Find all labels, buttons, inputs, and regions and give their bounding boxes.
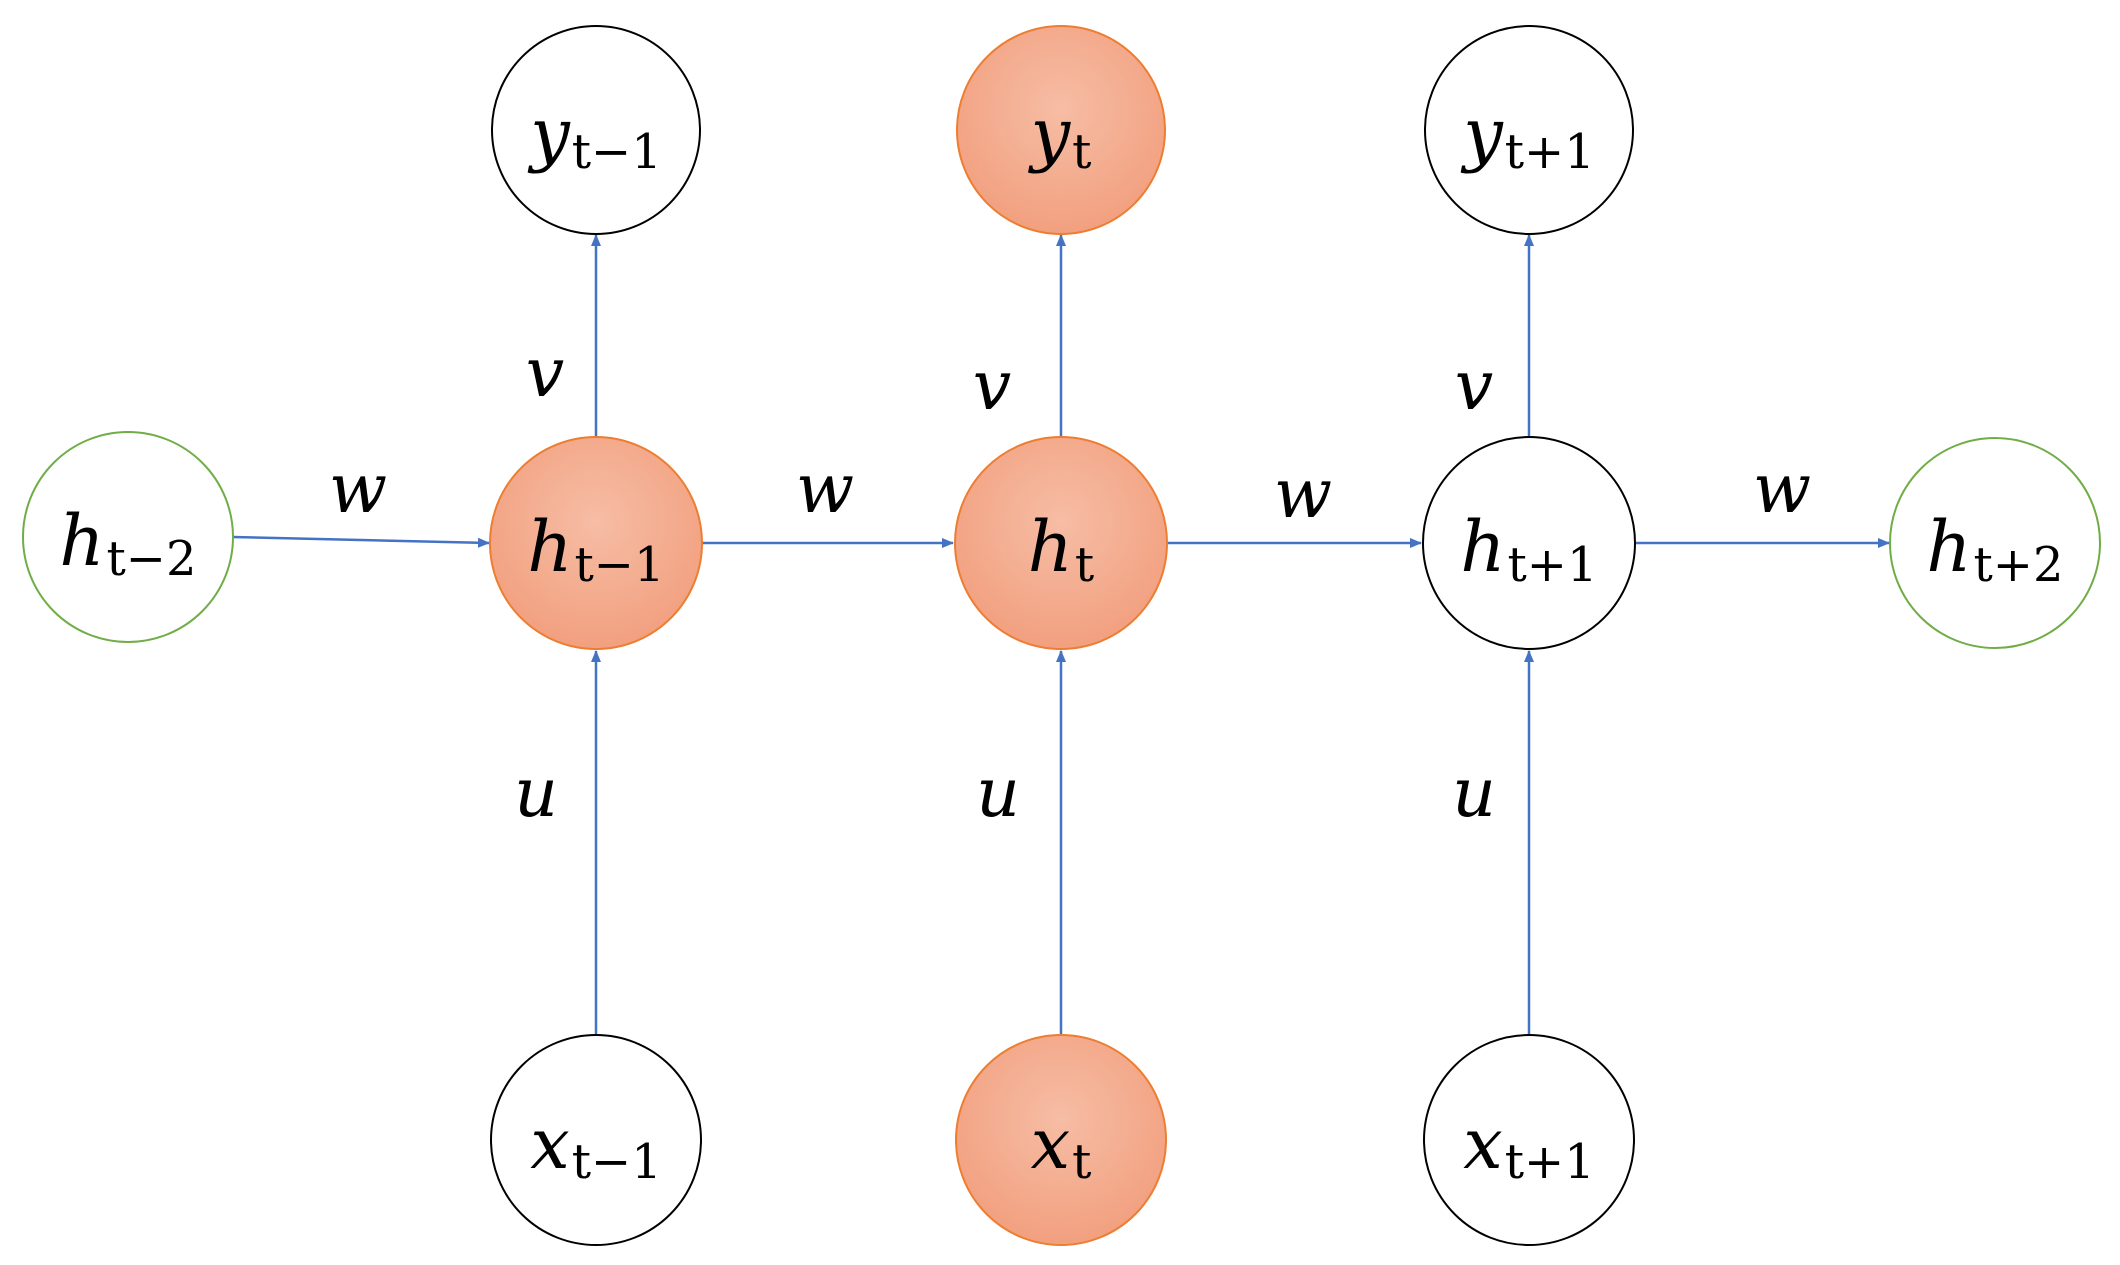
node-h-prev: ht−1 — [489, 436, 703, 650]
node-label: ht+1 — [1460, 506, 1597, 593]
node-label-sub: t — [1072, 1134, 1091, 1190]
node-circle — [490, 1034, 702, 1246]
node-circle — [1889, 437, 2101, 649]
weight-label-w-2: w — [796, 450, 854, 529]
node-label: xt−1 — [530, 1103, 662, 1190]
node-h-next: ht+1 — [1422, 436, 1636, 650]
node-h-prev2: ht−2 — [22, 431, 234, 643]
node-label: ht−2 — [59, 500, 196, 587]
node-label-sub: t+1 — [1508, 537, 1598, 593]
node-h-next2: ht+2 — [1889, 437, 2101, 649]
node-label-sub: t−2 — [107, 531, 197, 587]
node-y-cur: yt — [956, 25, 1166, 235]
node-label: xt+1 — [1463, 1103, 1595, 1190]
node-label: xt — [1031, 1103, 1092, 1190]
node-label-base: h — [1926, 506, 1971, 588]
node-label-base: x — [1031, 1103, 1070, 1185]
node-label-sub: t−1 — [572, 124, 662, 180]
node-label-sub: t−1 — [572, 1134, 662, 1190]
node-label-base: y — [1028, 93, 1072, 175]
nodes: yt−1 yt yt+1 ht−2 ht−1 ht ht+1 ht+2 — [22, 25, 2101, 1246]
weight-label-w-1: w — [329, 450, 387, 529]
node-circle — [955, 1034, 1167, 1246]
node-label: ht — [1028, 506, 1094, 593]
node-h-cur: ht — [954, 436, 1168, 650]
weight-label-u-3: u — [1452, 754, 1496, 833]
node-x-next: xt+1 — [1423, 1034, 1635, 1246]
weight-label-v-2: v — [973, 347, 1011, 426]
node-x-cur: xt — [955, 1034, 1167, 1246]
node-label: ht−1 — [527, 506, 664, 593]
node-label-base: h — [59, 500, 104, 582]
node-label-sub: t+2 — [1974, 537, 2064, 593]
weight-label-v-1: v — [526, 334, 564, 413]
node-label-base: h — [527, 506, 572, 588]
node-circle — [1422, 436, 1636, 650]
node-label: yt−1 — [527, 93, 662, 180]
node-circle — [954, 436, 1168, 650]
edges — [232, 234, 1890, 1035]
weight-labels: w w w w v v v u u u — [329, 334, 1811, 833]
node-circle — [956, 25, 1166, 235]
node-label-sub: t+1 — [1505, 124, 1595, 180]
edge-h_prev2-to-h_prev — [232, 535, 490, 548]
node-circle — [1424, 25, 1634, 235]
weight-label-w-3: w — [1274, 455, 1332, 534]
node-label-base: x — [530, 1103, 569, 1185]
node-circle — [22, 431, 234, 643]
node-label-base: y — [527, 93, 571, 175]
node-label-base: h — [1028, 506, 1073, 588]
node-label-sub: t — [1072, 124, 1091, 180]
weight-label-v-3: v — [1455, 347, 1493, 426]
node-circle — [491, 25, 701, 235]
weight-label-u-2: u — [976, 754, 1020, 833]
node-label-sub: t+1 — [1505, 1134, 1595, 1190]
node-circle — [489, 436, 703, 650]
node-label-base: y — [1460, 93, 1504, 175]
weight-label-u-1: u — [514, 754, 558, 833]
node-label-sub: t−1 — [575, 537, 665, 593]
node-label: yt — [1028, 93, 1092, 180]
node-label: ht+2 — [1926, 506, 2063, 593]
weight-label-w-4: w — [1753, 450, 1811, 529]
node-label-sub: t — [1075, 537, 1094, 593]
node-label-base: x — [1463, 1103, 1502, 1185]
node-circle — [1423, 1034, 1635, 1246]
node-y-next: yt+1 — [1424, 25, 1634, 235]
node-label: yt+1 — [1460, 93, 1595, 180]
node-x-prev: xt−1 — [490, 1034, 702, 1246]
node-y-prev: yt−1 — [491, 25, 701, 235]
node-label-base: h — [1460, 506, 1505, 588]
